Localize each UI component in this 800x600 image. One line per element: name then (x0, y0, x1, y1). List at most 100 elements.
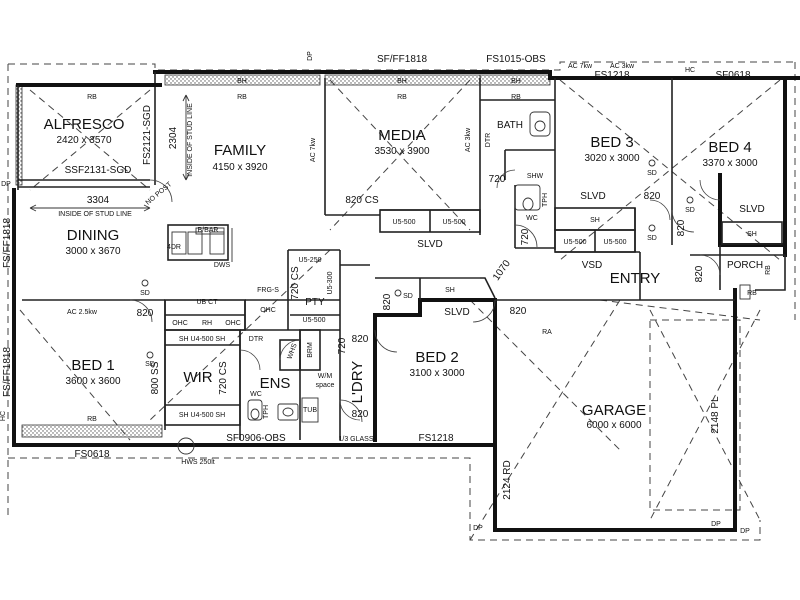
exterior-walls (12, 70, 800, 532)
room-size-media: 3530 x 3900 (374, 146, 429, 157)
room-name-alfresco: ALFRESCO (44, 116, 125, 133)
label-fs1218-top: FS1218 (594, 70, 629, 81)
label-whs: WHS (287, 342, 299, 360)
label-fs1015-obs: FS1015-OBS (486, 54, 546, 65)
label-rh: RH (202, 320, 212, 327)
label-fs-ff1818-left: FS/FF1818 (2, 218, 13, 268)
label-rb-porch2: RB (747, 290, 757, 297)
dim-arrow-2304 (182, 94, 190, 181)
label-dp-bottom-a: DP (473, 525, 483, 532)
label-d1070: 1070 (491, 258, 513, 283)
label-ac-3kw-media: AC 3kw (465, 127, 472, 152)
label-d820-bed4: 820 (676, 219, 687, 236)
label-stud-line-h: INSIDE OF STUD LINE (58, 211, 132, 218)
label-u5500-b: U5-500 (443, 219, 466, 226)
room-name-ens: ENS (260, 375, 291, 392)
label-d820-ldry: 820 (352, 334, 369, 345)
label-ac-7kw-family: AC 7kw (310, 137, 317, 162)
label-tph-ens: TPH (263, 405, 270, 419)
label-slvd-bed4: SLVD (739, 204, 764, 215)
room-size-bed4: 3370 x 3000 (702, 158, 757, 169)
label-dp-top: DP (307, 51, 314, 61)
label-sf0618: SF0618 (715, 70, 750, 81)
room-name-entry: ENTRY (610, 270, 661, 287)
label-ohc-a: OHC (172, 320, 188, 327)
label-dim-3304: 3304 (87, 195, 110, 206)
label-wc-bath: WC (526, 215, 538, 222)
label-rd-2124: 2124 RD (502, 460, 513, 499)
room-name-wir: WIR (183, 369, 212, 386)
fixtures (247, 111, 751, 423)
label-rb-family: RB (237, 94, 247, 101)
label-bbar: B/BAR (197, 227, 218, 234)
label-tub: TUB (303, 407, 317, 414)
smoke-detectors (141, 159, 694, 359)
room-size-alfresco: 2420 x 3570 (56, 135, 111, 146)
room-name-pty: PTY (305, 297, 325, 308)
room-size-garage: 6000 x 6000 (586, 420, 641, 431)
room-size-bed2: 3100 x 3000 (409, 368, 464, 379)
label-vsd: VSD (582, 260, 603, 271)
room-name-ldry: L'DRY (349, 361, 366, 404)
label-4dr: 4DR (167, 244, 181, 251)
label-ra: RA (542, 329, 552, 336)
hatched-wall-left (15, 84, 23, 186)
label-bh-family: BH (237, 78, 247, 85)
label-rb-bath: RB (511, 94, 521, 101)
label-sh-bed2: SH (445, 287, 455, 294)
label-dtr-bath: DTR (485, 133, 492, 147)
label-ac-25kw: AC 2.5kw (67, 309, 98, 316)
label-rb-bed1: RB (87, 416, 97, 423)
label-ub-ct: UB CT (197, 299, 219, 306)
label-sf0906-obs: SF0906-OBS (226, 433, 286, 444)
label-ssf2131-sgd: SSF2131-SGD (65, 165, 132, 176)
label-u5500-c: U5-500 (564, 239, 587, 246)
label-sd-dining: SD (140, 290, 150, 297)
room-size-dining: 3000 x 3670 (65, 246, 120, 257)
label-d720-a: 720 (489, 174, 506, 185)
room-name-media: MEDIA (378, 127, 426, 144)
label-rb-porch: RB (765, 265, 772, 275)
label-dim-2304: 2304 (168, 126, 179, 149)
hatched-wall-top-left (164, 74, 321, 86)
room-name-dining: DINING (67, 227, 120, 244)
label-dtr-ens: DTR (249, 336, 263, 343)
label-ohc-b: OHC (225, 320, 241, 327)
label-ss800: 800 SS (150, 361, 161, 394)
label-cs720-pty: 720 CS (290, 266, 301, 300)
label-glass: 1/3 GLASS (338, 436, 373, 443)
label-sd-bed4b: SD (647, 235, 657, 242)
label-sd-bed2: SD (403, 293, 413, 300)
label-tph-bath: TPH (542, 193, 549, 207)
label-cs-820-media: 820 CS (345, 195, 379, 206)
label-brm: BRM (307, 342, 314, 358)
label-sd-bed1: SD (145, 361, 155, 368)
door-swings (129, 169, 721, 423)
label-fs0618: FS0618 (74, 449, 109, 460)
label-d820-bed2b: 820 (510, 306, 527, 317)
label-sh-bed4: SH (747, 231, 757, 238)
label-d720-ldry: 720 (337, 337, 348, 354)
hws-unit (177, 437, 195, 455)
label-fs1218-bottom: FS1218 (418, 433, 453, 444)
room-size-bed1: 3600 x 3600 (65, 376, 120, 387)
room-size-bed3: 3020 x 3000 (584, 153, 639, 164)
label-cs720-wir: 720 CS (218, 361, 229, 395)
label-d820-bed2: 820 (382, 293, 393, 310)
label-slvd-bed3: SLVD (580, 191, 605, 202)
label-hc-top: HC (685, 67, 695, 74)
label-ohc-c: OHC (260, 307, 276, 314)
label-sd-bed3: SD (647, 170, 657, 177)
room-name-bath: BATH (497, 120, 523, 131)
kitchen-bench (167, 224, 233, 262)
label-stud-line-v: INSIDE OF STUD LINE (187, 103, 194, 177)
label-pl-2148: 2148 PL (710, 396, 721, 434)
roof-outline (7, 61, 796, 541)
label-dp-bottom-b: DP (711, 521, 721, 528)
label-u5500-d: U5-500 (604, 239, 627, 246)
label-u5250: U5-250 (299, 257, 322, 264)
label-slvd-media: SLVD (417, 239, 442, 250)
room-name-bed2: BED 2 (415, 349, 458, 366)
room-name-bed1: BED 1 (71, 357, 114, 374)
